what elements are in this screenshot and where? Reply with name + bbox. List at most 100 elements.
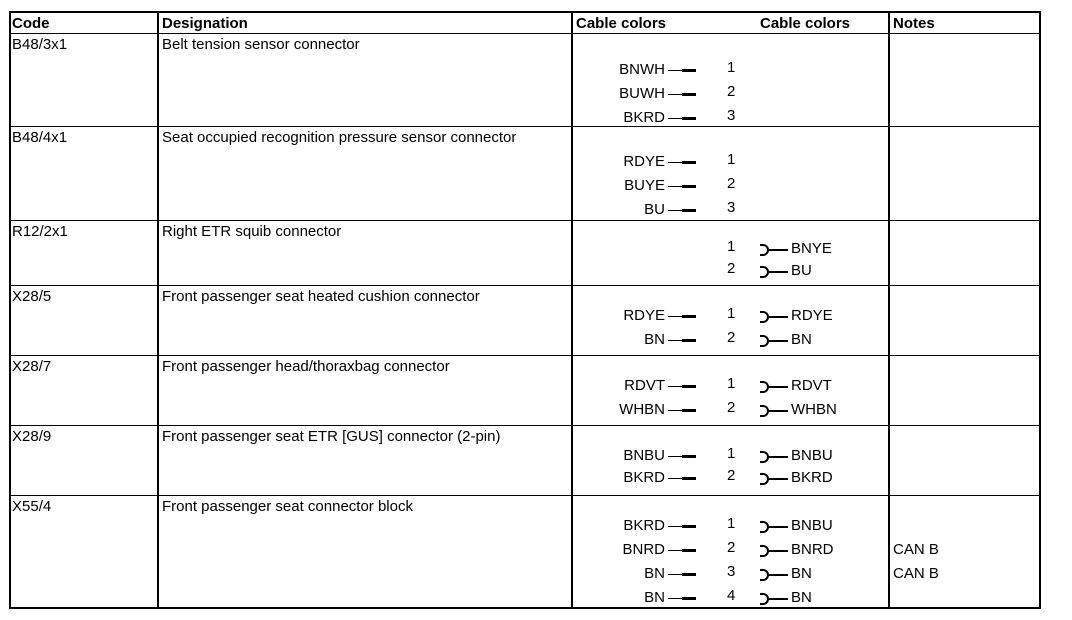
row-designation: Seat occupied recognition pressure senso… — [162, 129, 517, 146]
pin-number: 1 — [727, 445, 736, 462]
row-code: R12/2x1 — [12, 223, 68, 240]
row-designation: Front passenger seat connector block — [162, 498, 413, 515]
row-divider — [11, 425, 1039, 426]
pin-cable-color-left: BKRD — [623, 469, 665, 486]
connector-fork — [760, 381, 788, 393]
wire-stub — [668, 339, 696, 342]
pin-cable-color-right: RDVT — [791, 377, 832, 394]
connector-fork — [760, 335, 788, 347]
pin-number: 1 — [727, 59, 736, 76]
pin-cable-color-left: RDVT — [624, 377, 665, 394]
wire-stub — [668, 161, 696, 164]
column-divider — [571, 13, 573, 607]
pin-number: 4 — [727, 587, 736, 604]
pin-cable-color-right: BN — [791, 331, 812, 348]
row-code: X28/7 — [12, 358, 52, 375]
wire-stub — [668, 185, 696, 188]
row-code: B48/3x1 — [12, 36, 68, 53]
pin-cable-color-left: BUYE — [624, 177, 665, 194]
wire-stub — [668, 597, 696, 600]
pin-cable-color-right: BNRD — [791, 541, 834, 558]
pin-cable-color-left: BNBU — [623, 447, 665, 464]
pin-cable-color-left: BN — [644, 331, 665, 348]
wire-stub — [668, 69, 696, 72]
row-divider — [11, 285, 1039, 286]
pin-number: 2 — [727, 539, 736, 556]
pin-cable-color-left: BNWH — [619, 61, 665, 78]
pin-cable-color-left: BN — [644, 589, 665, 606]
pin-cable-color-right: BU — [791, 262, 812, 279]
pin-cable-color-left: RDYE — [623, 307, 665, 324]
connector-fork — [760, 521, 788, 533]
pin-cable-color-left: BUWH — [619, 85, 665, 102]
wire-stub — [668, 93, 696, 96]
connector-fork — [760, 593, 788, 605]
row-code: X55/4 — [12, 498, 52, 515]
pin-number: 1 — [727, 515, 736, 532]
pin-cable-color-left: BKRD — [623, 109, 665, 126]
pin-number: 2 — [727, 329, 736, 346]
connector-fork — [760, 244, 788, 256]
row-designation: Belt tension sensor connector — [162, 36, 360, 53]
pin-number: 3 — [727, 563, 736, 580]
pin-note: CAN B — [893, 541, 939, 558]
pin-cable-color-right: WHBN — [791, 401, 837, 418]
connector-fork — [760, 473, 788, 485]
pin-cable-color-left: BNRD — [622, 541, 665, 558]
row-designation: Front passenger seat ETR [GUS] connector… — [162, 428, 501, 445]
connector-fork — [760, 545, 788, 557]
pin-cable-color-right: BN — [791, 565, 812, 582]
pin-number: 1 — [727, 238, 736, 255]
column-divider — [157, 13, 159, 607]
pin-cable-color-right: BNBU — [791, 447, 833, 464]
wire-stub — [668, 209, 696, 212]
pin-cable-color-left: BKRD — [623, 517, 665, 534]
wire-stub — [668, 477, 696, 480]
pin-cable-color-left: RDYE — [623, 153, 665, 170]
pin-number: 3 — [727, 199, 736, 216]
connector-fork — [760, 569, 788, 581]
wire-stub — [668, 573, 696, 576]
pin-number: 2 — [727, 83, 736, 100]
pin-number: 2 — [727, 260, 736, 277]
header-cable-colors-left: Cable colors — [576, 15, 667, 32]
pin-cable-color-left: BU — [644, 201, 665, 218]
row-divider — [11, 126, 1039, 127]
pin-number: 3 — [727, 107, 736, 124]
wire-stub — [668, 455, 696, 458]
row-designation: Right ETR squib connector — [162, 223, 342, 240]
pin-number: 1 — [727, 305, 736, 322]
header-notes: Notes — [893, 15, 935, 32]
wire-stub — [668, 549, 696, 552]
pin-note: CAN B — [893, 565, 939, 582]
pin-number: 1 — [727, 375, 736, 392]
connector-fork — [760, 266, 788, 278]
column-divider — [888, 13, 890, 607]
row-code: X28/5 — [12, 288, 52, 305]
row-code: B48/4x1 — [12, 129, 68, 146]
connector-fork — [760, 405, 788, 417]
row-designation: Front passenger seat heated cushion conn… — [162, 288, 480, 305]
pin-cable-color-right: BN — [791, 589, 812, 606]
header-designation: Designation — [162, 15, 248, 32]
pin-number: 2 — [727, 399, 736, 416]
connector-table: Code Designation Cable colors Cable colo… — [9, 11, 1041, 609]
pin-number: 2 — [727, 175, 736, 192]
pin-cable-color-right: BNBU — [791, 517, 833, 534]
wire-stub — [668, 117, 696, 120]
connector-fork — [760, 451, 788, 463]
row-designation: Front passenger head/thoraxbag connector — [162, 358, 450, 375]
wire-stub — [668, 315, 696, 318]
pin-number: 1 — [727, 151, 736, 168]
pin-cable-color-left: WHBN — [619, 401, 665, 418]
pin-cable-color-left: BN — [644, 565, 665, 582]
row-divider — [11, 355, 1039, 356]
row-divider — [11, 220, 1039, 221]
pin-number: 2 — [727, 467, 736, 484]
wire-stub — [668, 525, 696, 528]
header-cable-colors-right: Cable colors — [760, 15, 851, 32]
pin-cable-color-right: BKRD — [791, 469, 833, 486]
header-divider — [11, 33, 1039, 34]
connector-fork — [760, 311, 788, 323]
row-code: X28/9 — [12, 428, 52, 445]
